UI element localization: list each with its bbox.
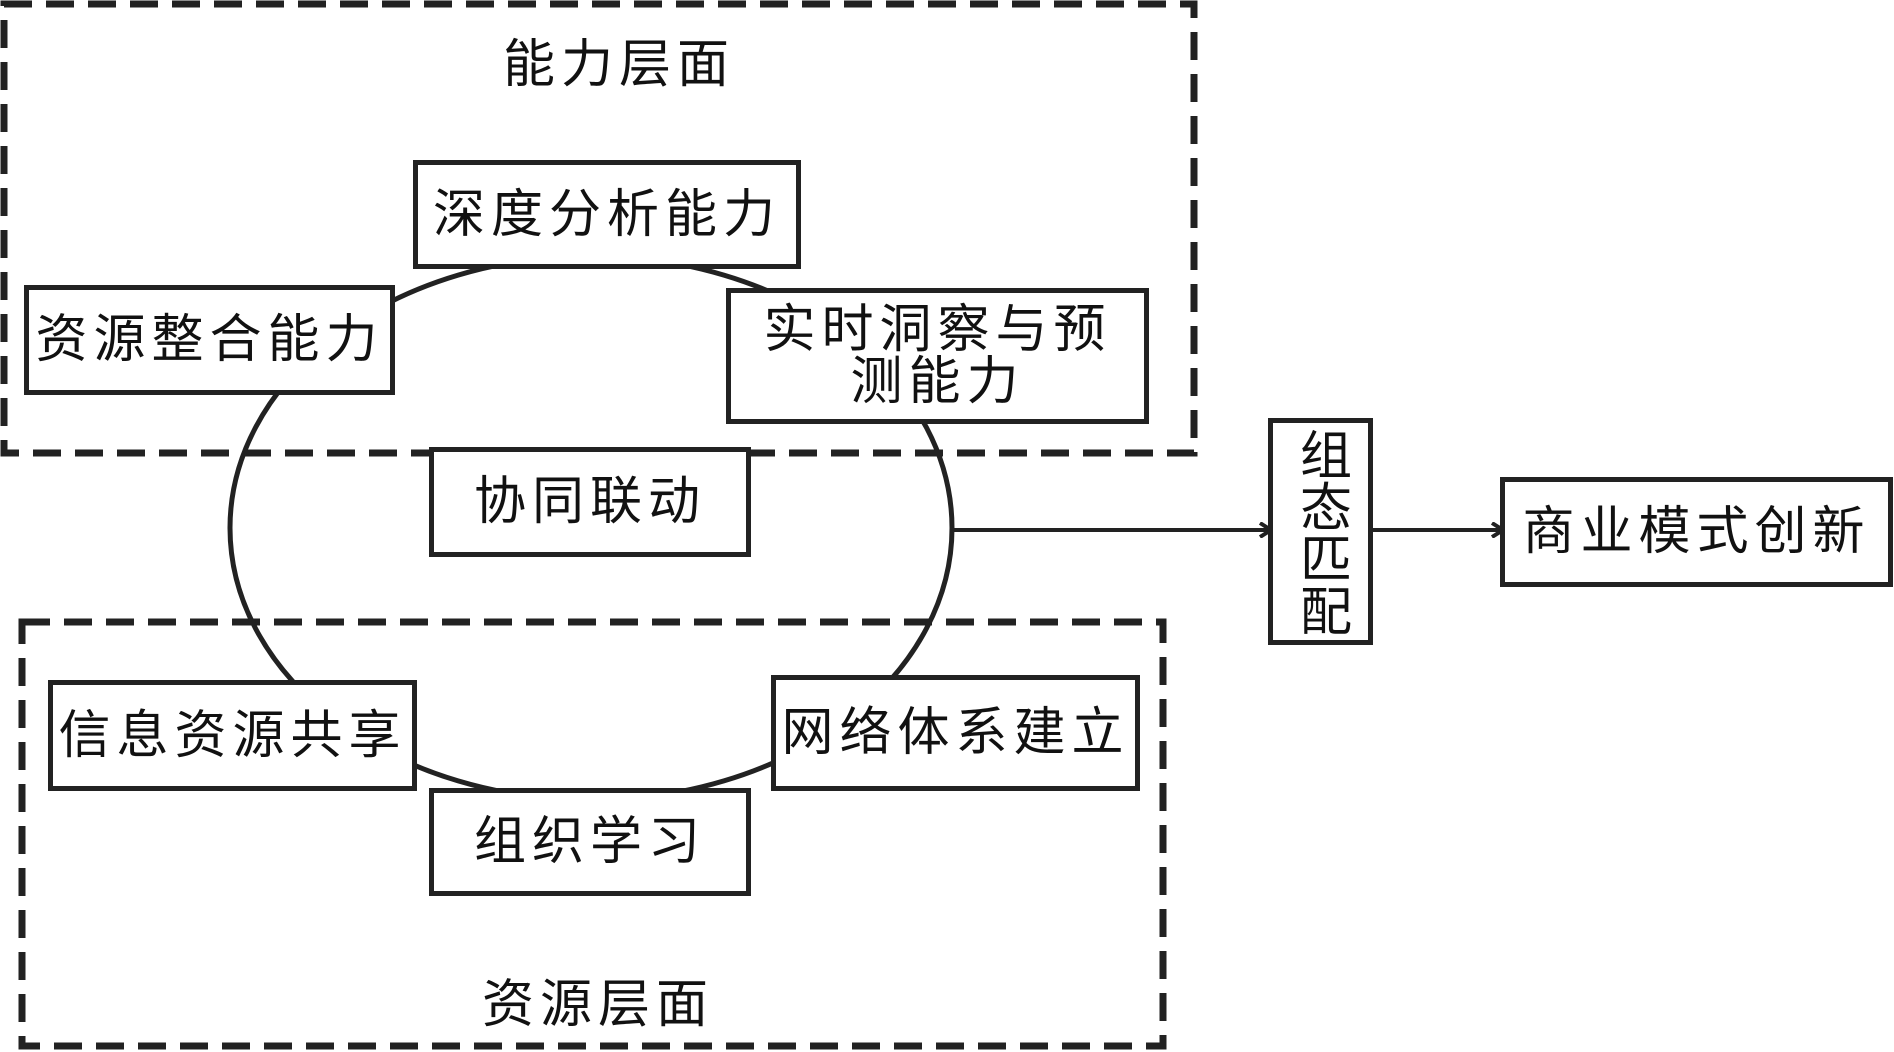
node-business-model-innovation: 商业模式创新 [1500, 477, 1893, 587]
node-realtime-insight: 实时洞察与预测能力 [726, 288, 1149, 424]
node-config-matching: 组态匹配 [1268, 418, 1373, 645]
config-matching-label: 组态匹配 [1290, 427, 1351, 636]
node-deep-analysis: 深度分析能力 [413, 160, 801, 269]
node-resource-integration: 资源整合能力 [24, 285, 395, 395]
node-collaboration: 协同联动 [429, 447, 751, 557]
node-network-building: 网络体系建立 [771, 675, 1140, 791]
resource-layer-region [18, 618, 1167, 1050]
node-org-learning: 组织学习 [429, 788, 751, 896]
capability-layer-label: 能力层面 [503, 35, 736, 95]
node-info-sharing: 信息资源共享 [48, 680, 417, 791]
resource-layer-label: 资源层面 [482, 975, 715, 1035]
